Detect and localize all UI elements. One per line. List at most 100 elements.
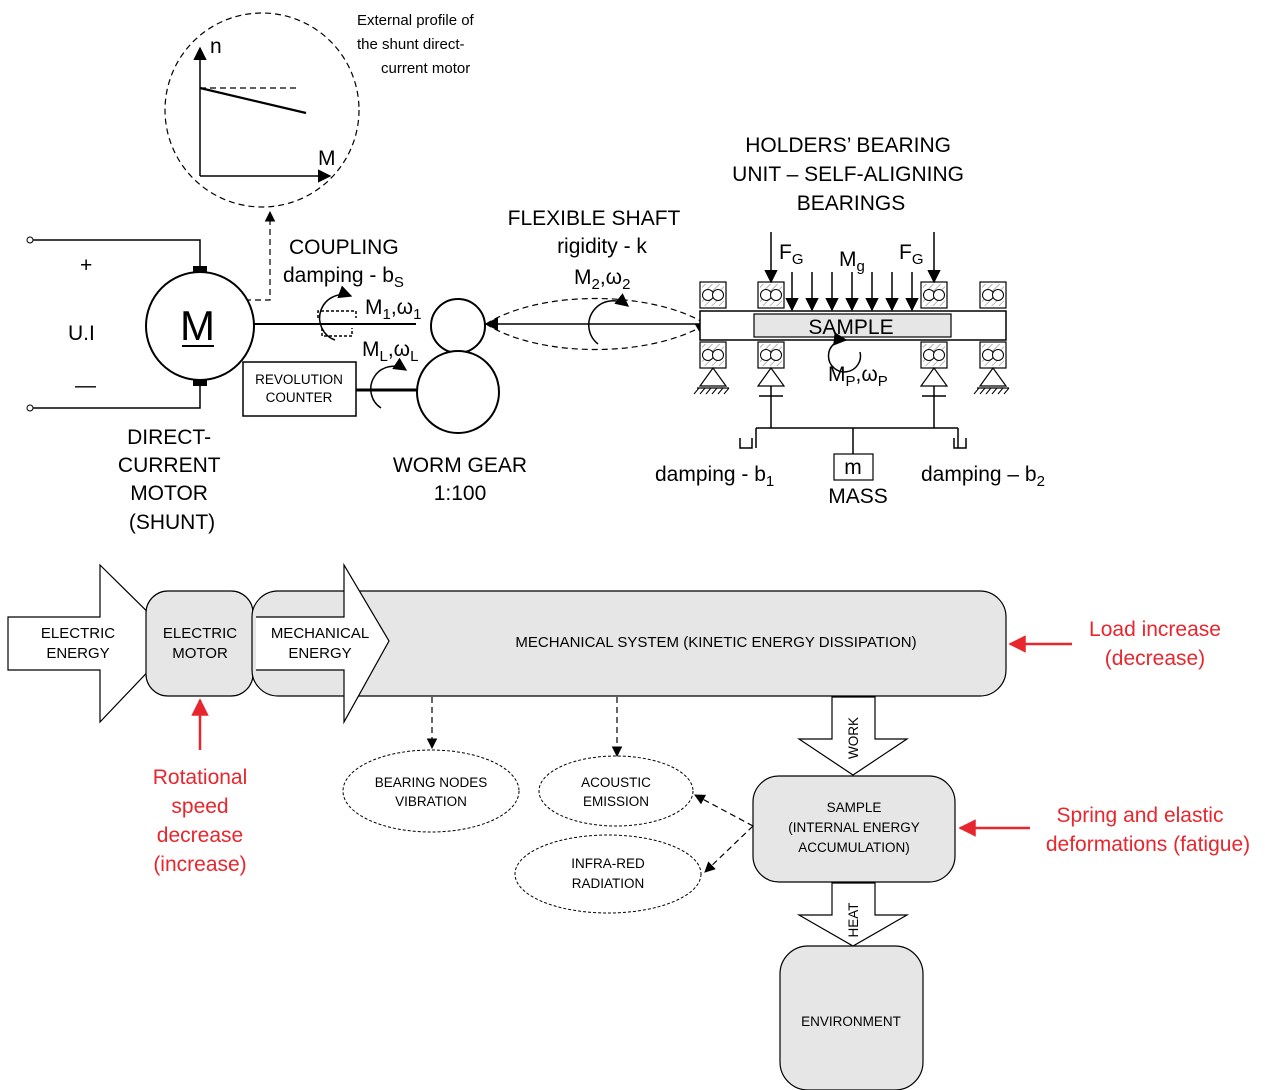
- load-moment-label: ML,ωL: [362, 338, 418, 365]
- support-2: [756, 366, 786, 387]
- minus-sign: —: [75, 374, 96, 397]
- sample-block: [753, 313, 952, 338]
- bearing-vibration-line-2: VIBRATION: [395, 794, 467, 809]
- annotations: Load increase (decrease) Rotational spee…: [153, 618, 1250, 876]
- supply-label: U.I: [68, 322, 95, 345]
- load-note-line-2: (decrease): [1105, 647, 1205, 670]
- bearing-vibration-line-1: BEARING NODES: [375, 775, 488, 790]
- shaft-m: M: [574, 266, 592, 289]
- shaft-omega: ,ω: [600, 266, 622, 289]
- flexible-shaft: FLEXIBLE SHAFT rigidity - k M2,ω2: [484, 207, 707, 351]
- damper-left: [739, 438, 753, 449]
- sample-m: M: [828, 363, 846, 386]
- damping-right-label: damping – b2: [921, 463, 1045, 490]
- damping-left-label: damping - b1: [655, 463, 774, 490]
- bearing-2-bottom: [757, 341, 785, 369]
- fg-left-f: F: [779, 241, 792, 264]
- counter-line-2: COUNTER: [266, 390, 333, 405]
- sample-to-acoustic-arrow: [694, 794, 754, 827]
- flow-sample-line-3: ACCUMULATION): [798, 840, 910, 855]
- terminal-plus: [26, 236, 34, 244]
- profile-caption-line-2: the shunt direct-: [357, 36, 465, 53]
- coupling-moment-sub: 1: [383, 306, 391, 323]
- coupling-moment-arrow: [318, 285, 353, 341]
- dc-motor: M + — U.I DIRECT- CURRENT MOTOR (SHUNT): [26, 236, 255, 534]
- motor-circle: [145, 271, 255, 381]
- drive-train: COUPLING damping - bS M1,ω1 REVOLUTION C…: [242, 236, 527, 505]
- speed-note-line-3: decrease: [157, 824, 243, 847]
- electric-energy-line-2: ENERGY: [46, 645, 109, 662]
- bearing-1-top: [699, 281, 727, 309]
- spring-note-line-1: Spring and elastic: [1057, 804, 1224, 827]
- supply-wire-plus: [33, 239, 201, 268]
- motor-caption-4: (SHUNT): [129, 511, 215, 534]
- speed-note-line-4: (increase): [153, 853, 246, 876]
- bearing-title-3: BEARINGS: [797, 192, 906, 215]
- mass-label: MASS: [828, 485, 888, 508]
- motor-brush-top: [193, 266, 207, 275]
- sample-omega-sub: P: [878, 373, 888, 390]
- motor-caption-2: CURRENT: [118, 454, 221, 477]
- mechanical-energy-line-1: MECHANICAL: [271, 625, 369, 642]
- profile-caption: External profile of the shunt direct- cu…: [357, 12, 478, 77]
- load-omega-sub: L: [410, 348, 418, 365]
- electric-energy-line-1: ELECTRIC: [41, 625, 115, 642]
- bearing-title-1: HOLDERS’ BEARING: [745, 134, 951, 157]
- speed-note-line-1: Rotational: [153, 766, 248, 789]
- motor-profile-inset: External profile of the shunt direct- cu…: [164, 12, 478, 208]
- profile-characteristic: [199, 86, 307, 115]
- bearing-unit: HOLDERS’ BEARING UNIT – SELF-ALIGNING BE…: [655, 134, 1045, 508]
- load-moment-m: M: [362, 338, 380, 361]
- damping-right-text: damping – b: [921, 463, 1037, 486]
- coupling-damping: damping - bS: [283, 264, 404, 291]
- worm-gear-title: WORM GEAR: [393, 454, 527, 477]
- shaft-moment-label: M2,ω2: [574, 266, 630, 293]
- sample-omega: ,ω: [856, 363, 878, 386]
- profile-caption-line-1: External profile of: [357, 12, 475, 29]
- infrared-line-2: RADIATION: [572, 876, 645, 891]
- sample-to-infrared-arrow: [704, 825, 754, 873]
- motor-brush-bottom: [193, 377, 207, 386]
- motor-symbol: M: [180, 302, 215, 349]
- coupling-damping-sub: S: [394, 274, 404, 291]
- mechanical-energy-line-2: ENERGY: [288, 645, 351, 662]
- fg-left-sub: G: [792, 251, 804, 268]
- counter-line-1: REVOLUTION: [255, 372, 343, 387]
- heat-arrow: [796, 882, 910, 947]
- environment-box: [779, 945, 924, 1090]
- acoustic-line-2: EMISSION: [583, 794, 649, 809]
- flow-sample-line-1: SAMPLE: [827, 800, 882, 815]
- bearing-4-bottom: [979, 341, 1007, 369]
- flow-sample-box: [752, 775, 956, 883]
- motor-to-profile-connector: [245, 210, 276, 301]
- bearing-3-top: [920, 281, 948, 309]
- shaft-rigidity: rigidity - k: [557, 235, 647, 258]
- motor-caption-1: DIRECT-: [127, 426, 211, 449]
- load-moment-sub: L: [380, 348, 388, 365]
- fg-right-f: F: [899, 241, 912, 264]
- mass-box: [833, 453, 874, 481]
- support-1: [693, 367, 730, 395]
- electric-motor-box: [145, 590, 254, 697]
- sample-label: SAMPLE: [808, 316, 893, 339]
- load-note-line-1: Load increase: [1089, 618, 1221, 641]
- distributed-load: [785, 272, 919, 312]
- mg-sub: g: [857, 258, 865, 275]
- coupling-symbol-lower: [321, 328, 353, 337]
- mechanical-system-box: [251, 590, 1007, 697]
- bearing-2-top: [757, 281, 785, 309]
- mg-label: Mg: [839, 248, 865, 275]
- bearing-title-2: UNIT – SELF-ALIGNING: [732, 163, 964, 186]
- work-arrow: [797, 696, 909, 776]
- flexible-shaft-dashed-upper: [485, 297, 707, 325]
- coupling-moment: M1,ω1: [365, 296, 421, 323]
- flexible-shaft-dashed-lower: [485, 323, 707, 351]
- energy-flow: ELECTRIC ENERGY ELECTRIC MOTOR MECHANICA…: [7, 562, 1007, 1090]
- shaft-omega-sub: 2: [622, 276, 630, 293]
- damping-left-sub: 1: [766, 473, 774, 490]
- profile-n-label: n: [210, 35, 222, 58]
- profile-circle: [164, 12, 360, 208]
- fg-label-right: FG: [899, 241, 924, 268]
- electric-energy-arrow: [7, 563, 178, 724]
